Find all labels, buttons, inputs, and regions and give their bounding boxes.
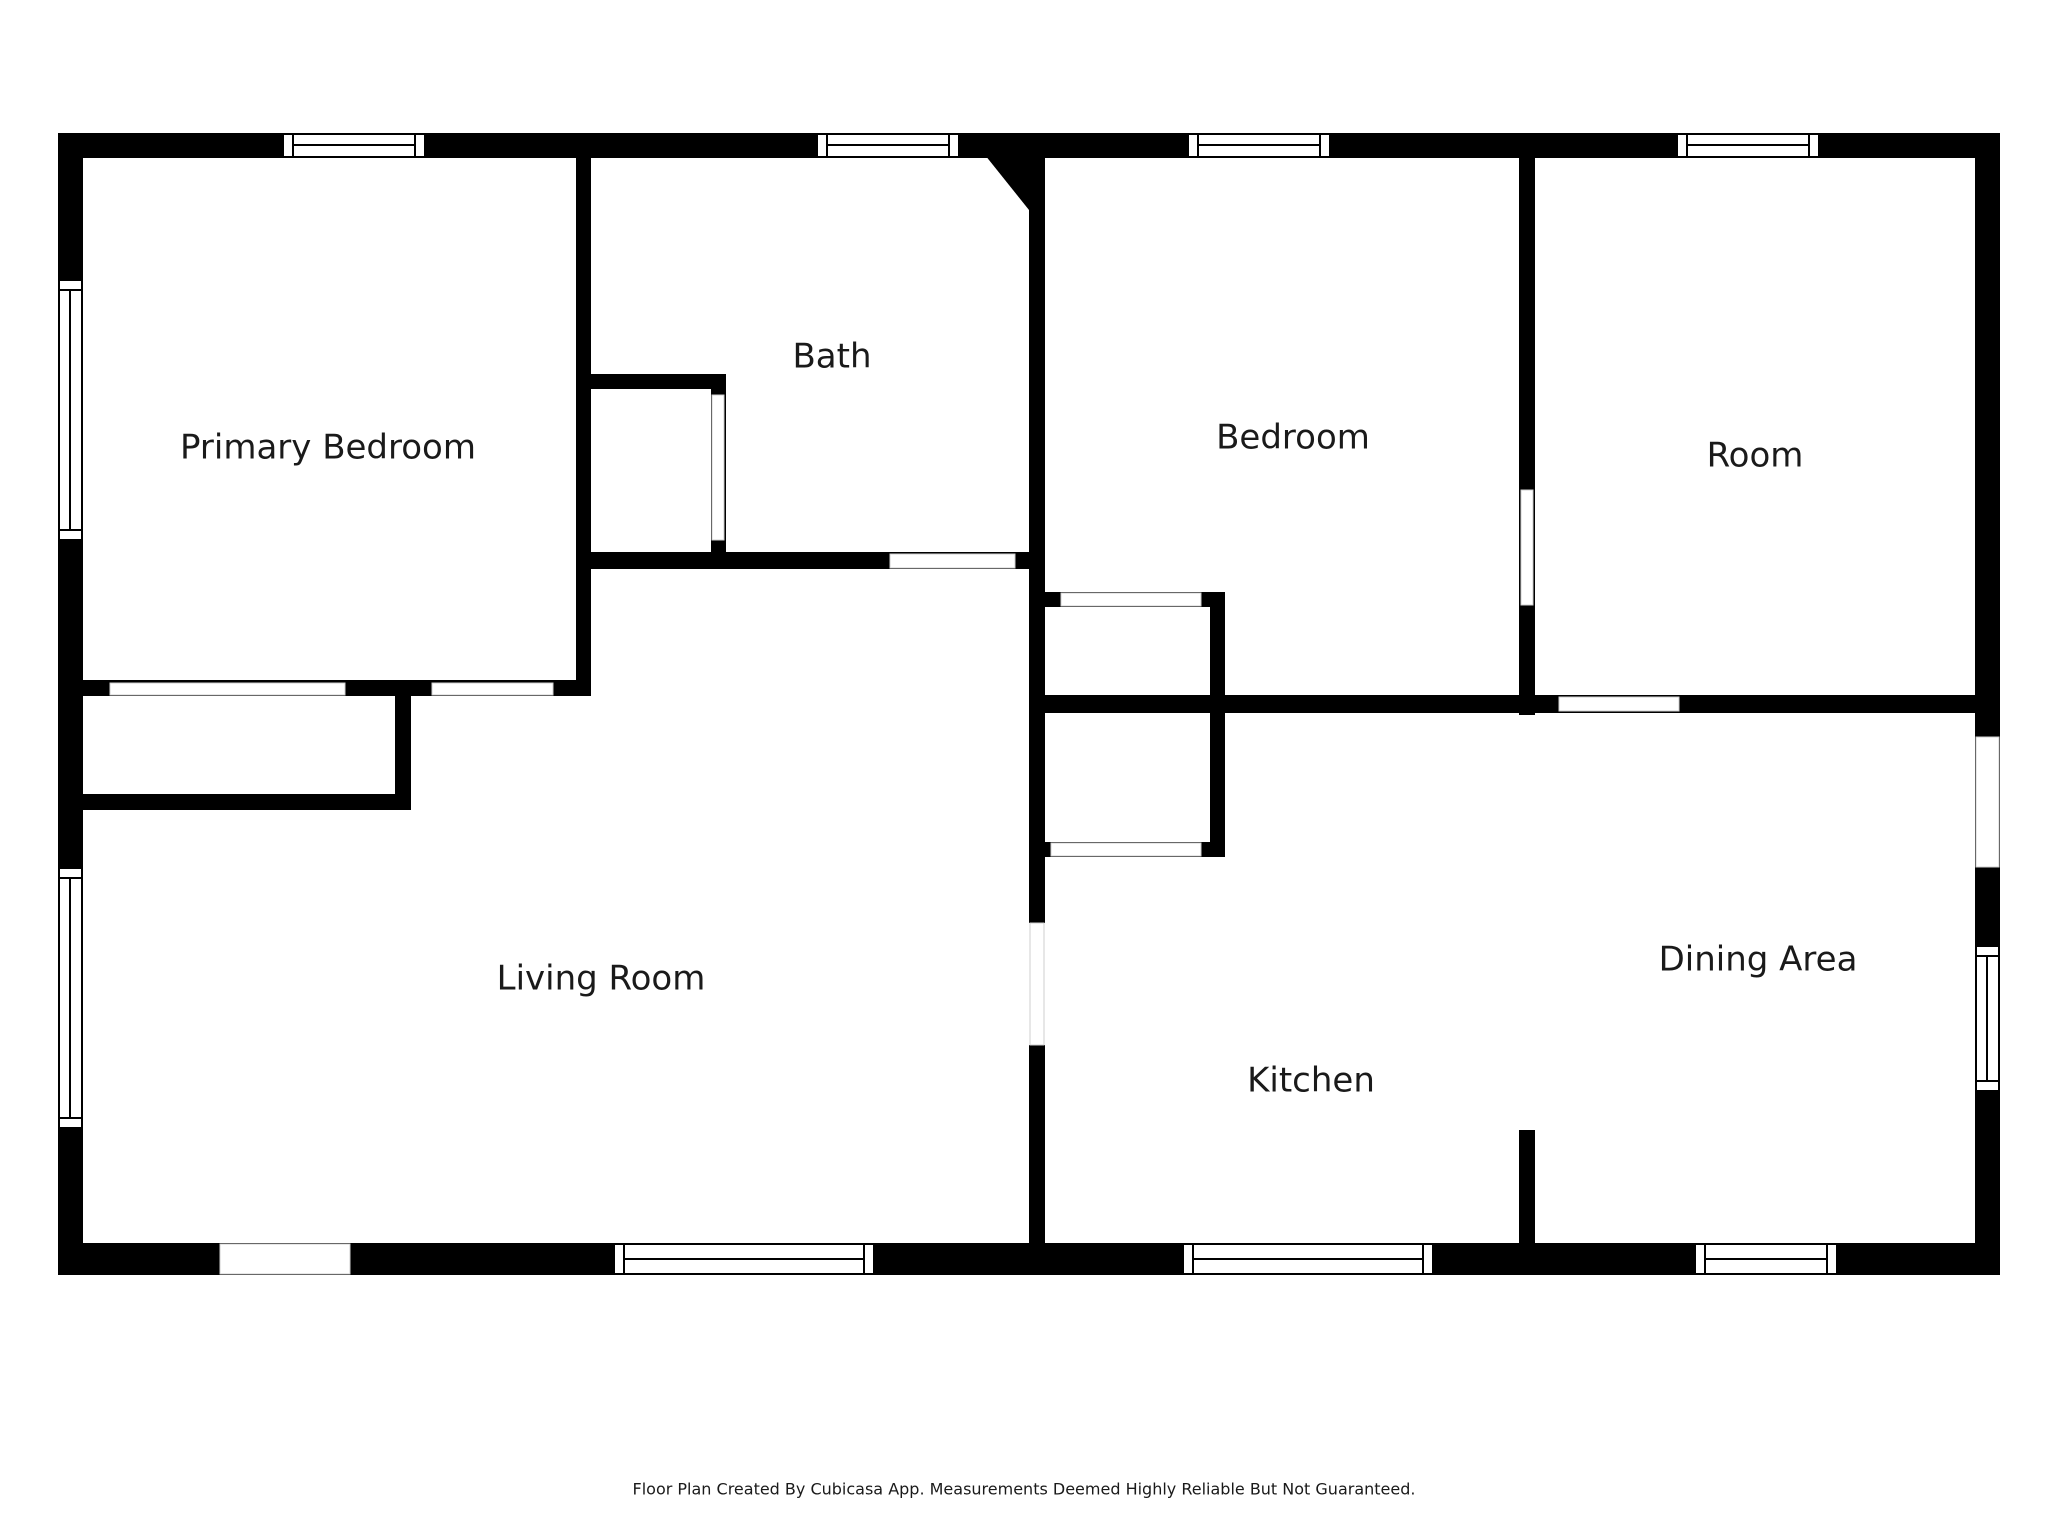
wall-bath-corner xyxy=(985,155,1040,210)
window-bottom-living xyxy=(613,1243,875,1275)
door-lower-closet xyxy=(1050,842,1202,857)
window-left-living xyxy=(58,867,83,1129)
label-room: Room xyxy=(1707,436,1804,476)
windows xyxy=(58,133,2000,1275)
window-right-dining xyxy=(1975,945,2000,1092)
label-kitchen: Kitchen xyxy=(1247,1061,1375,1101)
door-bath xyxy=(889,553,1016,569)
wall-mid-horizontal xyxy=(1040,695,1978,713)
wall-bath-closet-top xyxy=(588,374,726,389)
window-bottom-kitchen xyxy=(1182,1243,1434,1275)
door-openings xyxy=(109,394,2000,1275)
window-left-primary xyxy=(58,279,83,541)
door-primary-closet xyxy=(109,682,346,696)
window-bottom-dining xyxy=(1694,1243,1838,1275)
door-primary-bedroom xyxy=(431,682,554,696)
label-living-room: Living Room xyxy=(497,959,706,999)
room-labels: Primary Bedroom Bath Bedroom Room Living… xyxy=(180,337,1857,1101)
door-front-entry xyxy=(219,1243,351,1275)
wall-kitchen-dining xyxy=(1519,1130,1535,1250)
wall-bedroom-room xyxy=(1519,155,1535,715)
label-bedroom: Bedroom xyxy=(1216,418,1370,458)
interior-walls xyxy=(80,155,1978,1250)
wall-primary-bath xyxy=(576,155,591,695)
label-dining-area: Dining Area xyxy=(1659,940,1858,980)
window-top-room xyxy=(1676,133,1820,158)
door-living-kitchen xyxy=(1029,922,1045,1046)
wall-closet-vertical xyxy=(1210,592,1225,857)
window-top-bedroom xyxy=(1187,133,1331,158)
wall-center-lower xyxy=(1029,1045,1045,1245)
door-bedroom-room xyxy=(1520,489,1534,606)
window-top-primary xyxy=(282,133,426,158)
wall-center-upper xyxy=(1029,155,1045,923)
footer-disclaimer: Floor Plan Created By Cubicasa App. Meas… xyxy=(633,1480,1416,1499)
label-primary-bedroom: Primary Bedroom xyxy=(180,428,476,468)
door-right-exterior xyxy=(1975,736,2000,868)
window-top-bath xyxy=(816,133,960,158)
door-room xyxy=(1558,696,1680,712)
door-bath-closet xyxy=(711,394,725,541)
wall-closet-right xyxy=(395,680,411,810)
door-center-closet xyxy=(1060,592,1202,607)
wall-closet-bottom xyxy=(80,794,411,810)
outer-wall-bottom xyxy=(58,1243,2000,1275)
label-bath: Bath xyxy=(792,337,871,377)
outer-wall-right xyxy=(1975,133,2000,1275)
